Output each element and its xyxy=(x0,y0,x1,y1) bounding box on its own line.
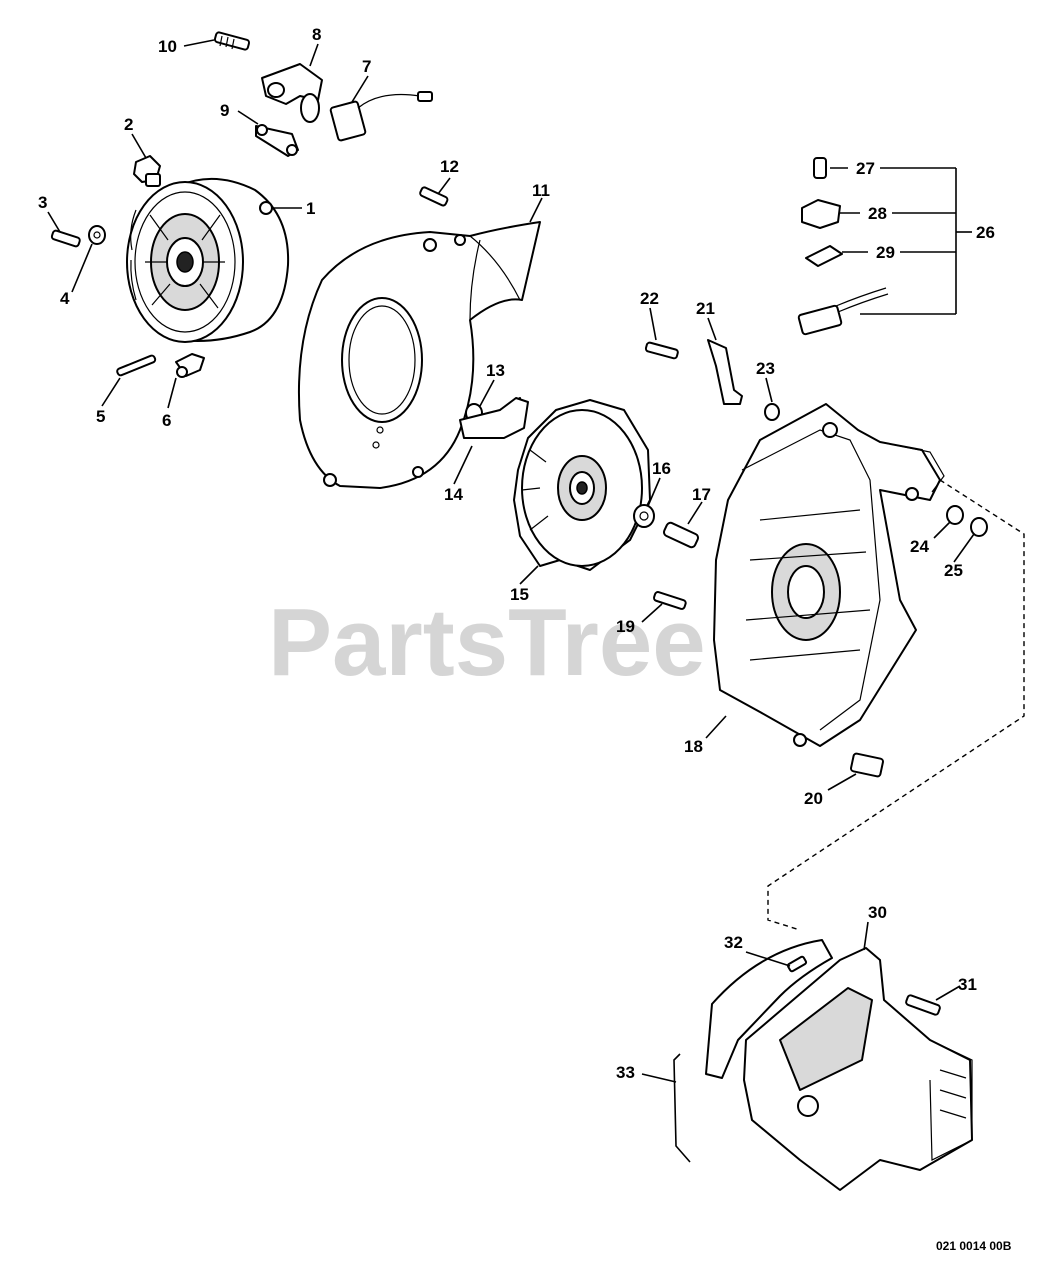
part-31-bolt[interactable] xyxy=(905,994,941,1016)
part-18-housing[interactable] xyxy=(713,403,945,747)
part-32-lever[interactable] xyxy=(705,939,833,1079)
label-9: 9 xyxy=(220,101,229,120)
part-4-washer[interactable] xyxy=(88,225,106,245)
label-31: 31 xyxy=(958,975,977,994)
part-11-fan-case[interactable] xyxy=(297,221,541,489)
label-24: 24 xyxy=(910,537,929,556)
label-16: 16 xyxy=(652,459,671,478)
part-15-fan[interactable] xyxy=(513,399,651,571)
label-5: 5 xyxy=(96,407,105,426)
label-30: 30 xyxy=(868,903,887,922)
label-10: 10 xyxy=(158,37,177,56)
part-12-bolt[interactable] xyxy=(419,186,449,207)
label-4: 4 xyxy=(60,289,70,308)
part-5-pin[interactable] xyxy=(116,354,157,377)
label-12: 12 xyxy=(440,157,459,176)
label-27: 27 xyxy=(856,159,875,178)
part-27-screw[interactable] xyxy=(813,157,827,179)
label-21: 21 xyxy=(696,299,715,318)
part-30-cover[interactable] xyxy=(743,947,973,1191)
label-23: 23 xyxy=(756,359,775,378)
part-1-recoil-starter[interactable] xyxy=(126,177,290,343)
part-16-washer[interactable] xyxy=(633,504,655,528)
label-11: 11 xyxy=(532,181,550,200)
part-20-cap[interactable] xyxy=(850,752,884,778)
part-24-nut[interactable] xyxy=(946,505,964,525)
watermark: PartsTree xyxy=(268,589,706,696)
part-2-screw[interactable] xyxy=(133,155,161,187)
part-3-bolt[interactable] xyxy=(50,229,81,248)
label-14: 14 xyxy=(444,485,463,504)
label-25: 25 xyxy=(944,561,963,580)
label-32: 32 xyxy=(724,933,743,952)
part-33-rod[interactable] xyxy=(673,1053,691,1163)
label-6: 6 xyxy=(162,411,171,430)
label-2: 2 xyxy=(124,115,133,134)
label-19: 19 xyxy=(616,617,635,636)
label-29: 29 xyxy=(876,243,895,262)
part-10-bolt[interactable] xyxy=(213,31,251,51)
part-22-bolt[interactable] xyxy=(644,341,679,360)
drawing-code: 021 0014 00B xyxy=(936,1239,1012,1253)
part-26-switch-cable[interactable] xyxy=(797,287,889,336)
part-25-nut[interactable] xyxy=(970,517,988,537)
part-29-plate[interactable] xyxy=(805,245,843,267)
label-15: 15 xyxy=(510,585,529,604)
part-28-cap[interactable] xyxy=(801,199,841,229)
part-8-bracket[interactable] xyxy=(261,63,323,123)
label-1: 1 xyxy=(306,199,315,218)
label-28: 28 xyxy=(868,204,887,223)
label-8: 8 xyxy=(312,25,321,44)
part-6-spring[interactable] xyxy=(175,353,205,378)
part-14-guide[interactable] xyxy=(459,397,529,439)
label-26: 26 xyxy=(976,223,995,242)
label-17: 17 xyxy=(692,485,711,504)
label-33: 33 xyxy=(616,1063,635,1082)
label-22: 22 xyxy=(640,289,659,308)
part-23-washer[interactable] xyxy=(764,403,780,421)
part-17-nut-bolt[interactable] xyxy=(662,521,700,549)
label-7: 7 xyxy=(362,57,371,76)
part-21-sensor[interactable] xyxy=(707,339,743,405)
leader-lines xyxy=(47,39,975,1083)
part-9-link[interactable] xyxy=(255,124,299,157)
label-20: 20 xyxy=(804,789,823,808)
part-7-switch[interactable] xyxy=(329,91,433,142)
part-labels: 10 8 7 9 2 3 1 4 5 6 12 11 13 14 15 16 1… xyxy=(38,25,995,1082)
label-3: 3 xyxy=(38,193,47,212)
part-19-bolt[interactable] xyxy=(653,591,687,610)
label-18: 18 xyxy=(684,737,703,756)
label-13: 13 xyxy=(486,361,505,380)
assembly-dashed-line xyxy=(767,479,1025,931)
